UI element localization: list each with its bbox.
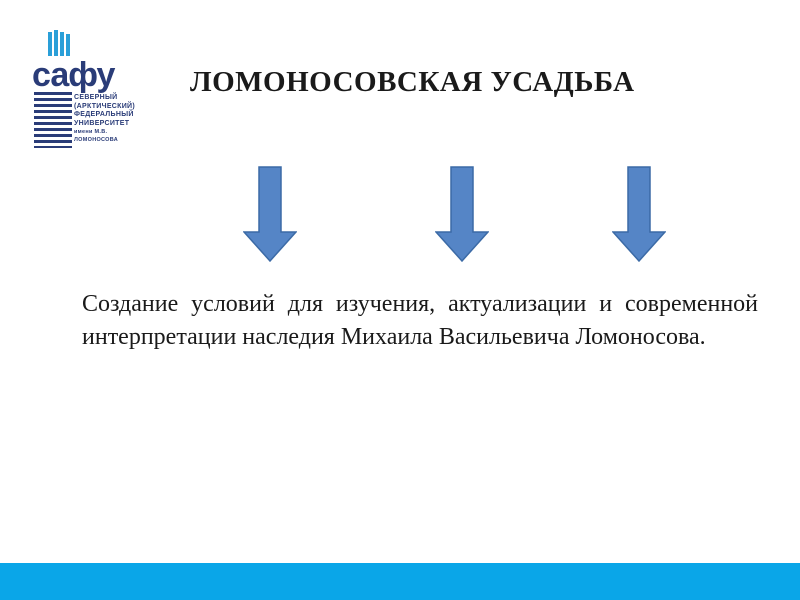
logo-line: СЕВЕРНЫЙ <box>74 94 118 101</box>
slide-title: ЛОМОНОСОВСКАЯ УСАДЬБА <box>190 66 635 98</box>
logo-line: УНИВЕРСИТЕТ <box>74 119 130 127</box>
university-logo: сафу СЕВЕРНЫЙ (АРКТИЧЕСКИЙ) ФЕДЕРАЛЬНЫЙ … <box>28 28 135 152</box>
down-arrow-icon <box>243 166 297 262</box>
bottom-bar <box>0 563 800 600</box>
logo-university-name: СЕВЕРНЫЙ (АРКТИЧЕСКИЙ) ФЕДЕРАЛЬНЫЙ УНИВЕ… <box>74 94 136 144</box>
logo-book-icon <box>48 30 70 56</box>
slide-body-text: Создание условий для изучения, актуализа… <box>82 291 758 350</box>
logo-stripes <box>34 92 72 148</box>
down-arrow-icon <box>435 166 489 262</box>
logo-line: (АРКТИЧЕСКИЙ) <box>74 102 136 110</box>
logo-wordmark: сафу <box>32 56 115 94</box>
logo-subline: имени М.В. ЛОМОНОСОВА <box>74 129 119 143</box>
down-arrow-icon <box>612 166 666 262</box>
logo-line: ФЕДЕРАЛЬНЫЙ <box>74 111 134 118</box>
